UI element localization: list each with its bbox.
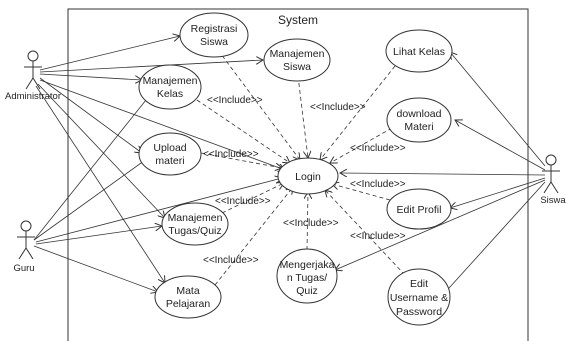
use-case-label: download — [397, 108, 442, 120]
system-title: System — [278, 13, 318, 27]
actor-label-administrator: Administrator — [5, 91, 61, 102]
actor-label-siswa: Siswa — [540, 195, 566, 206]
use-case-label: Kelas — [157, 88, 183, 100]
use-case-label: Pelajaran — [166, 298, 211, 310]
use-case-label: Manajemen — [168, 212, 223, 224]
use-case-edit-username-password[interactable]: Edit Username & Password — [387, 268, 451, 326]
include-label-mata-pelajaran: <<Include>> — [203, 255, 259, 266]
use-case-mata-pelajaran[interactable]: Mata Pelajaran — [154, 275, 222, 319]
use-case-label: Edit — [410, 278, 428, 290]
actor-siswa[interactable] — [542, 154, 560, 194]
use-case-label: n Tugas/ — [287, 272, 327, 284]
use-case-registrasi-siswa[interactable]: Registrasi Siswa — [179, 12, 249, 58]
siswa-associations — [335, 52, 546, 298]
use-case-label: Login — [295, 171, 321, 183]
use-case-label: Tugas/Quiz — [168, 225, 221, 237]
use-case-label: Siswa — [200, 36, 228, 48]
actor-label-guru: Guru — [13, 263, 34, 274]
include-label-manajemen-siswa: <<Include>> — [310, 102, 366, 113]
use-case-login[interactable]: Login — [277, 157, 339, 195]
use-case-label: Registrasi — [191, 23, 238, 35]
use-case-label: Lihat Kelas — [393, 46, 445, 58]
use-case-label: Siswa — [283, 61, 311, 73]
system-boundary — [67, 8, 529, 341]
use-case-edit-profil[interactable]: Edit Profil — [386, 188, 452, 230]
use-case-label: Materi — [404, 121, 433, 133]
use-case-manajemen-tugas-quiz[interactable]: Manajemen Tugas/Quiz — [161, 202, 229, 246]
include-label-manajemen-kelas: <<Include>> — [207, 95, 263, 106]
include-label-edit-username: <<Include>> — [350, 231, 406, 242]
use-case-manajemen-kelas[interactable]: Manajemen Kelas — [138, 64, 202, 110]
use-case-label: Password — [396, 306, 442, 318]
use-case-manajemen-siswa[interactable]: Manajemen Siswa — [263, 38, 331, 82]
include-label-mengerjakan-tugas: <<Include>> — [283, 218, 339, 229]
use-case-label: materi — [155, 155, 184, 167]
use-case-lihat-kelas[interactable]: Lihat Kelas — [385, 29, 453, 73]
include-label-download-materi: <<Include>> — [350, 143, 406, 154]
use-case-label: Manajemen — [270, 48, 325, 60]
administrator-associations — [35, 36, 285, 283]
guru-associations — [33, 95, 282, 292]
use-case-label: Username & — [390, 292, 448, 304]
include-label-edit-profil: <<Include>> — [350, 179, 406, 190]
use-case-download-materi[interactable]: download Materi — [386, 97, 452, 143]
include-labels: <<Include>> <<Include>> <<Include>> <<In… — [203, 95, 406, 266]
use-case-mengerjakan-tugas-quiz[interactable]: Mengerjaka n Tugas/ Quiz — [276, 248, 338, 304]
use-case-label: Upload — [153, 142, 186, 154]
include-label-manajemen-tugas: <<Include>> — [215, 196, 271, 207]
actor-guru[interactable] — [17, 220, 35, 260]
include-dependencies — [196, 49, 406, 286]
use-case-label: Mata — [176, 285, 200, 297]
use-case-label: Quiz — [296, 285, 318, 297]
include-label-upload-materi: <<Include>> — [203, 149, 259, 160]
use-case-label: Edit Profil — [397, 204, 442, 216]
use-case-label: Mengerjaka — [280, 259, 335, 271]
actor-administrator[interactable] — [24, 50, 42, 90]
use-case-upload-materi[interactable]: Upload materi — [138, 132, 202, 176]
use-case-label: Manajemen — [143, 75, 198, 87]
